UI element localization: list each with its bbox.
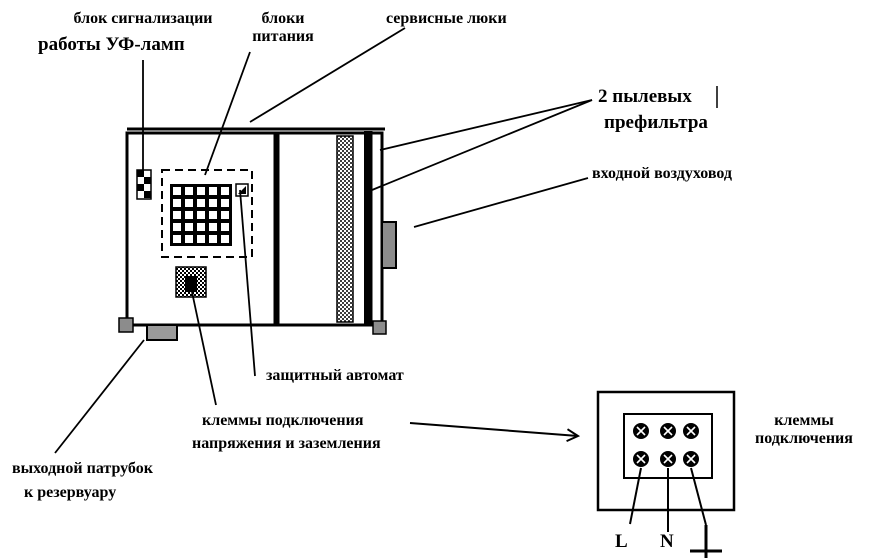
terminal-N-label: N <box>660 531 674 552</box>
outlet-label-line2: к резервуару <box>24 484 117 501</box>
grid-cell <box>221 223 229 231</box>
grid-cell <box>221 211 229 219</box>
grid-cell <box>209 223 217 231</box>
grid-cell <box>197 187 205 195</box>
prefilter-1 <box>336 135 354 323</box>
power-indicator <box>235 183 249 197</box>
inlet-duct-flange <box>381 221 397 269</box>
grid-cell <box>197 223 205 231</box>
grid-cell <box>197 235 205 243</box>
outlet-nozzle <box>146 324 178 341</box>
connection-label-line1: клеммы <box>774 412 834 429</box>
grid-cell <box>173 235 181 243</box>
foot-right <box>372 320 387 335</box>
power-block-grid <box>170 184 232 246</box>
grid-cell <box>173 211 181 219</box>
uv-signal-block <box>136 169 152 200</box>
terminal-screw <box>633 423 649 439</box>
power-blocks-label-line1: блоки <box>261 10 305 27</box>
terminals-label-line2: напряжения и заземления <box>192 435 381 452</box>
prefilter-label-line1: 2 пылевых <box>598 86 692 107</box>
grid-cell <box>185 211 193 219</box>
breaker-label: защитный автомат <box>266 367 404 384</box>
grid-cell <box>209 187 217 195</box>
arrow-to-connection-box <box>409 422 578 436</box>
internal-terminal-block <box>175 266 207 298</box>
outlet-label-line1: выходной патрубок <box>12 460 153 477</box>
inlet-duct-label: входной воздуховод <box>592 165 733 182</box>
grid-cell <box>185 223 193 231</box>
grid-cell <box>221 187 229 195</box>
terminal-screws <box>633 423 699 467</box>
grid-cell <box>173 187 181 195</box>
grid-cell <box>221 199 229 207</box>
grid-cell <box>185 199 193 207</box>
terminal-screw <box>683 423 699 439</box>
grid-cell <box>173 223 181 231</box>
terminal-screw <box>683 451 699 467</box>
uv-signal-label-line2: работы УФ-ламп <box>38 34 185 55</box>
service-hatches-label: сервисные люки <box>386 10 507 27</box>
grid-cell <box>197 199 205 207</box>
grid-cell <box>185 235 193 243</box>
leader-lines <box>54 27 593 454</box>
prefilter-2 <box>364 131 372 325</box>
prefilter-label-line2: префильтра <box>604 112 708 133</box>
power-blocks-label-line2: питания <box>252 28 314 46</box>
terminal-screw <box>660 423 676 439</box>
foot-left <box>118 317 134 333</box>
uv-signal-label-line1: блок сигнализации <box>73 10 213 27</box>
grid-cell <box>209 235 217 243</box>
grid-cell <box>173 199 181 207</box>
terminal-screw <box>660 451 676 467</box>
grid-cell <box>197 211 205 219</box>
terminals-label-line1: клеммы подключения <box>202 412 364 429</box>
grid-cell <box>221 235 229 243</box>
grid-cell <box>185 187 193 195</box>
terminal-wires <box>629 467 722 558</box>
terminal-screw <box>633 451 649 467</box>
terminal-L-label: L <box>615 531 628 552</box>
grid-cell <box>209 199 217 207</box>
connection-label-line2: подключения <box>755 430 853 448</box>
grid-cell <box>209 211 217 219</box>
